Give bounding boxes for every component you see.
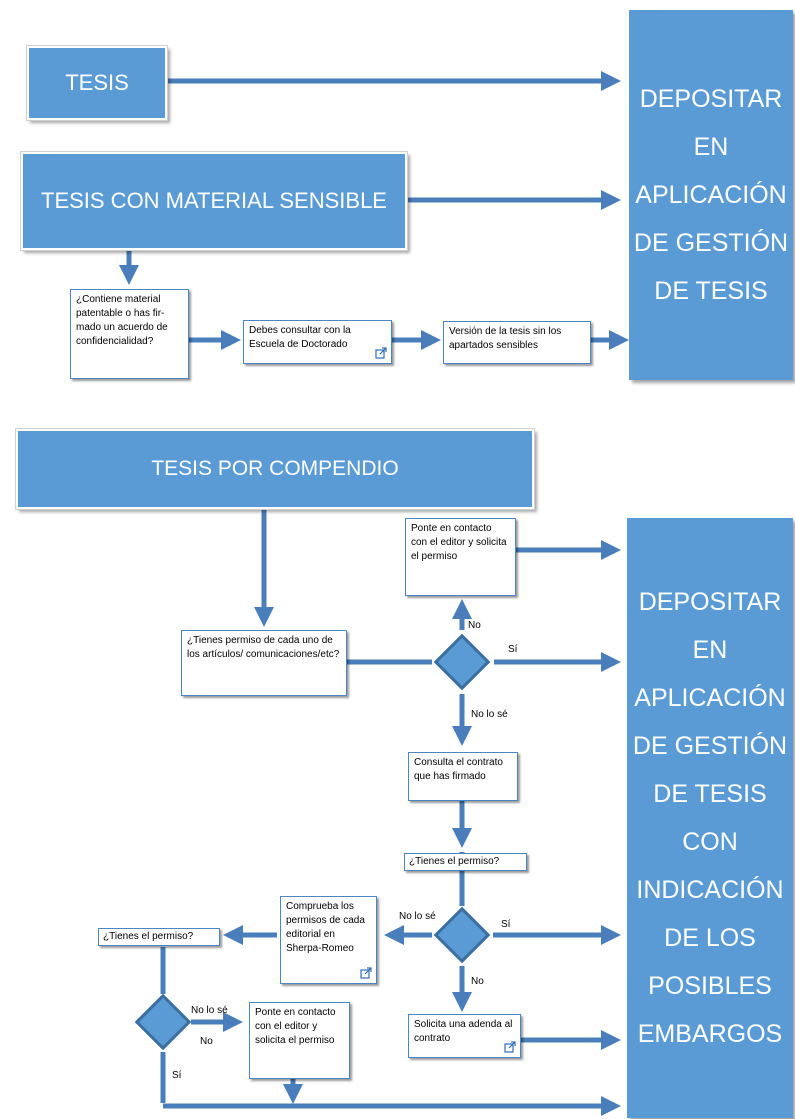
- deposit-bottom-line-4: DE GESTIÓN: [632, 732, 788, 760]
- tesis-label: TESIS: [65, 70, 129, 95]
- contact-editor-box-1: Ponte en contacto con el editor y solici…: [405, 518, 516, 596]
- tesis-material-sensible-box: TESIS CON MATERIAL SENSIBLE: [20, 151, 408, 251]
- deposit-top-line-3: APLICACIÓN: [635, 181, 787, 209]
- question-tienes-permiso-text-2: ¿Tienes el permiso?: [103, 931, 194, 942]
- comprueba-sherpa-box: Comprueba los permisos de cada editorial…: [280, 896, 377, 984]
- deposit-box-bottom: DEPOSITAR EN APLICACIÓN DE GESTIÓN DE TE…: [627, 518, 793, 1118]
- label-nolose-1: No lo sé: [471, 709, 508, 720]
- deposit-bottom-line-1: DEPOSITAR: [638, 588, 782, 616]
- deposit-top-line-5: DE TESIS: [654, 277, 768, 305]
- tesis-material-label: TESIS CON MATERIAL SENSIBLE: [41, 188, 387, 213]
- external-link-icon[interactable]: [504, 1041, 516, 1053]
- question-permiso-articulos-text: ¿Tienes permiso de cada uno de los artíc…: [187, 635, 340, 660]
- label-si-2: Sí: [501, 919, 511, 930]
- label-si-1: Sí: [508, 644, 518, 655]
- label-si-3: Sí: [172, 1070, 182, 1081]
- question-tienes-permiso-text-1: ¿Tienes el permiso?: [409, 856, 500, 867]
- question-patent-box: ¿Contiene material patentable o has fir-…: [70, 289, 189, 379]
- label-no-3: No: [200, 1036, 213, 1047]
- contact-editor-text-1: Ponte en contacto con el editor y solici…: [411, 523, 507, 562]
- version-sin-box: Versión de la tesis sin los apartados se…: [443, 321, 591, 364]
- deposit-bottom-line-10: EMBARGOS: [637, 1020, 783, 1048]
- label-no-1: No: [468, 620, 481, 631]
- external-link-icon[interactable]: [360, 967, 372, 979]
- tesis-compendio-label: TESIS POR COMPENDIO: [151, 457, 399, 480]
- deposit-box-top: DEPOSITAR EN APLICACIÓN DE GESTIÓN DE TE…: [629, 10, 793, 380]
- contact-editor-text-2: Ponte en contacto con el editor y solici…: [255, 1007, 336, 1046]
- question-permiso-articulos-box: ¿Tienes permiso de cada uno de los artíc…: [181, 630, 347, 696]
- deposit-bottom-line-5: DE TESIS: [653, 780, 767, 808]
- deposit-bottom-line-2: EN: [692, 636, 728, 664]
- adenda-text: Solicita una adenda al contrato: [414, 1019, 513, 1044]
- label-nolose-2: No lo sé: [399, 911, 436, 922]
- deposit-top-line-1: DEPOSITAR: [639, 85, 783, 113]
- deposit-bottom-line-9: POSIBLES: [648, 972, 772, 1000]
- question-tienes-permiso-box-1: ¿Tienes el permiso?: [404, 853, 527, 871]
- consulta-contrato-text: Consulta el contrato que has firmado: [414, 757, 503, 782]
- deposit-bottom-line-6: CON: [682, 828, 738, 856]
- question-tienes-permiso-box-2: ¿Tienes el permiso?: [98, 928, 220, 946]
- contact-editor-box-2: Ponte en contacto con el editor y solici…: [249, 1002, 350, 1079]
- label-no-2: No: [471, 976, 484, 987]
- consulta-contrato-box: Consulta el contrato que has firmado: [408, 752, 518, 801]
- label-nolose-3: No lo sé: [191, 1005, 228, 1016]
- consult-school-box: Debes consultar con la Escuela de Doctor…: [243, 320, 392, 364]
- deposit-bottom-line-7: INDICACIÓN: [636, 876, 784, 904]
- version-sin-text: Versión de la tesis sin los apartados se…: [449, 326, 562, 351]
- consult-school-text: Debes consultar con la Escuela de Doctor…: [249, 325, 351, 350]
- question-patent-text: ¿Contiene material patentable o has fir-…: [76, 294, 168, 347]
- deposit-top-line-4: DE GESTIÓN: [633, 229, 789, 257]
- external-link-icon[interactable]: [375, 347, 387, 359]
- tesis-compendio-box: TESIS POR COMPENDIO: [15, 428, 535, 510]
- deposit-top-line-2: EN: [693, 133, 729, 161]
- deposit-bottom-line-8: DE LOS: [664, 924, 756, 952]
- deposit-bottom-line-3: APLICACIÓN: [634, 684, 786, 712]
- tesis-box: TESIS: [26, 45, 168, 121]
- adenda-box: Solicita una adenda al contrato: [408, 1014, 521, 1058]
- comprueba-sherpa-text: Comprueba los permisos de cada editorial…: [286, 901, 365, 954]
